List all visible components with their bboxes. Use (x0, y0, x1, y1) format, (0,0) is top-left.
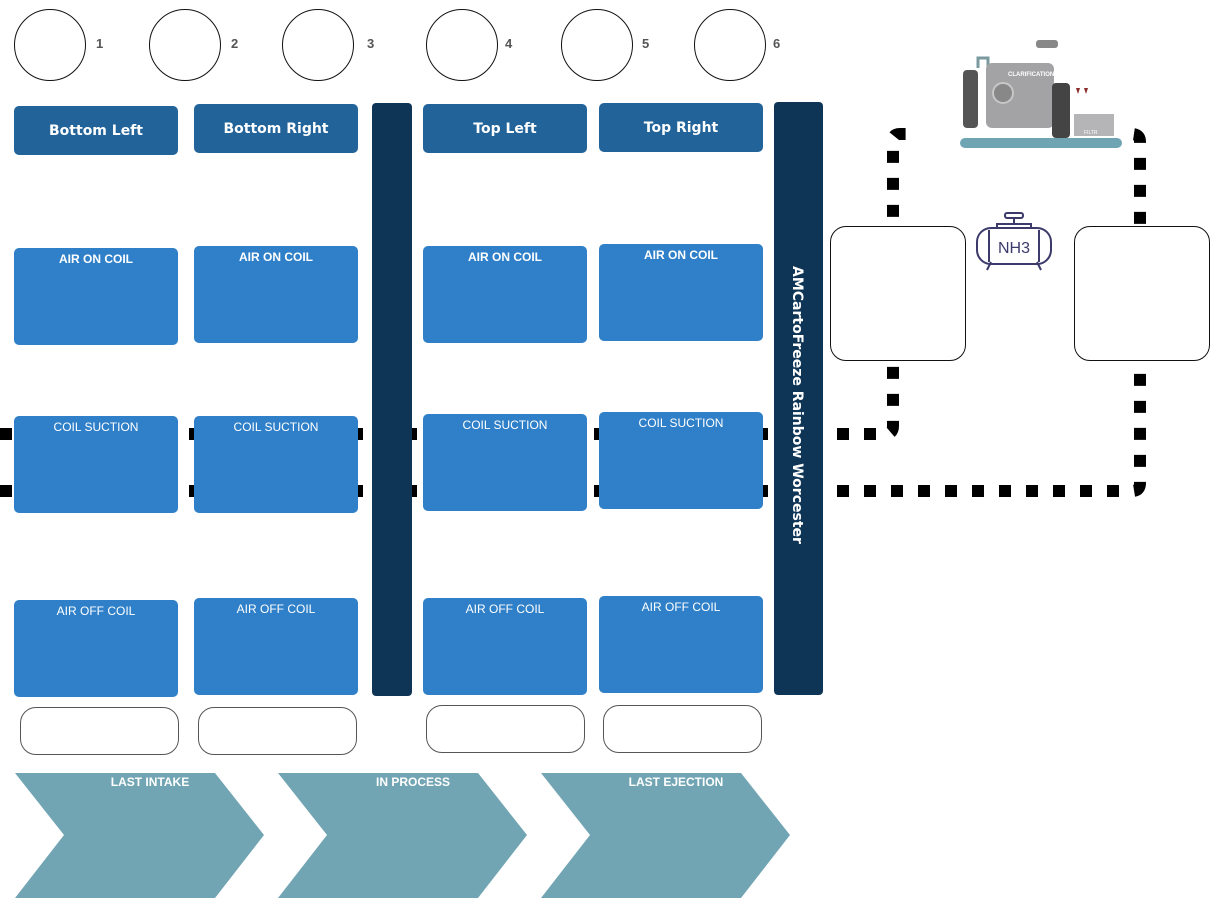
tank-label: NH3 (998, 240, 1030, 257)
air-off-coil-box[interactable]: AIR OFF COIL (423, 598, 587, 695)
slot-number: 1 (96, 36, 104, 51)
slot-circle[interactable] (149, 9, 221, 81)
value-field[interactable] (198, 707, 357, 755)
air-on-coil-box[interactable]: AIR ON COIL (14, 248, 178, 345)
equipment-box-left[interactable] (830, 226, 966, 361)
site-name-bar: AMCartoFreeze Rainbow Worcester (774, 102, 823, 695)
coil-suction-box[interactable]: COIL SUCTION (423, 414, 587, 511)
site-name-label: AMCartoFreeze Rainbow Worcester (789, 266, 805, 544)
chevron-shape (15, 773, 264, 898)
slot-number: 3 (367, 36, 375, 51)
slot-number: 6 (773, 36, 781, 51)
value-field[interactable] (426, 705, 585, 753)
header-bottom-right[interactable]: Bottom Right (194, 104, 358, 153)
stage-last-intake: LAST INTAKE (15, 773, 264, 898)
suction-line-upper (0, 128, 920, 440)
coil-suction-box[interactable]: COIL SUCTION (194, 416, 358, 513)
slot-number: 2 (231, 36, 239, 51)
suction-line-lower (0, 128, 1146, 497)
air-off-coil-box[interactable]: AIR OFF COIL (194, 598, 358, 695)
coil-suction-box[interactable]: COIL SUCTION (599, 412, 763, 509)
chevron-shape (278, 773, 527, 898)
header-bottom-left[interactable]: Bottom Left (14, 106, 178, 155)
header-top-left[interactable]: Top Left (423, 104, 587, 153)
stage-label: IN PROCESS (375, 775, 450, 789)
clarification-plant-icon: CLARIFICATION FILTR (960, 40, 1122, 148)
air-off-coil-box[interactable]: AIR OFF COIL (14, 600, 178, 697)
air-on-coil-box[interactable]: AIR ON COIL (423, 246, 587, 343)
slot-circle[interactable] (426, 9, 498, 81)
slot-number: 5 (642, 36, 650, 51)
air-off-coil-box[interactable]: AIR OFF COIL (599, 596, 763, 693)
stage-in-process: IN PROCESS (278, 773, 527, 898)
divider-bar (372, 103, 412, 696)
air-on-coil-box[interactable]: AIR ON COIL (599, 244, 763, 341)
slot-circle[interactable] (561, 9, 633, 81)
chevron-shape (541, 773, 790, 898)
slot-number: 4 (505, 36, 513, 51)
air-on-coil-box[interactable]: AIR ON COIL (194, 246, 358, 343)
coil-suction-box[interactable]: COIL SUCTION (14, 416, 178, 513)
slot-circle[interactable] (14, 9, 86, 81)
stage-label: LAST EJECTION (628, 775, 724, 789)
svg-text:CLARIFICATION: CLARIFICATION (1008, 72, 1054, 78)
ammonia-tank-icon: NH3 (976, 212, 1052, 271)
svg-text:FILTR: FILTR (1084, 130, 1098, 136)
slot-circle[interactable] (282, 9, 354, 81)
header-top-right[interactable]: Top Right (599, 103, 763, 152)
stage-last-ejection: LAST EJECTION (541, 773, 790, 898)
equipment-box-right[interactable] (1074, 226, 1210, 361)
stage-label: LAST INTAKE (110, 775, 190, 789)
value-field[interactable] (603, 705, 762, 753)
slot-circle[interactable] (694, 9, 766, 81)
value-field[interactable] (20, 707, 179, 755)
